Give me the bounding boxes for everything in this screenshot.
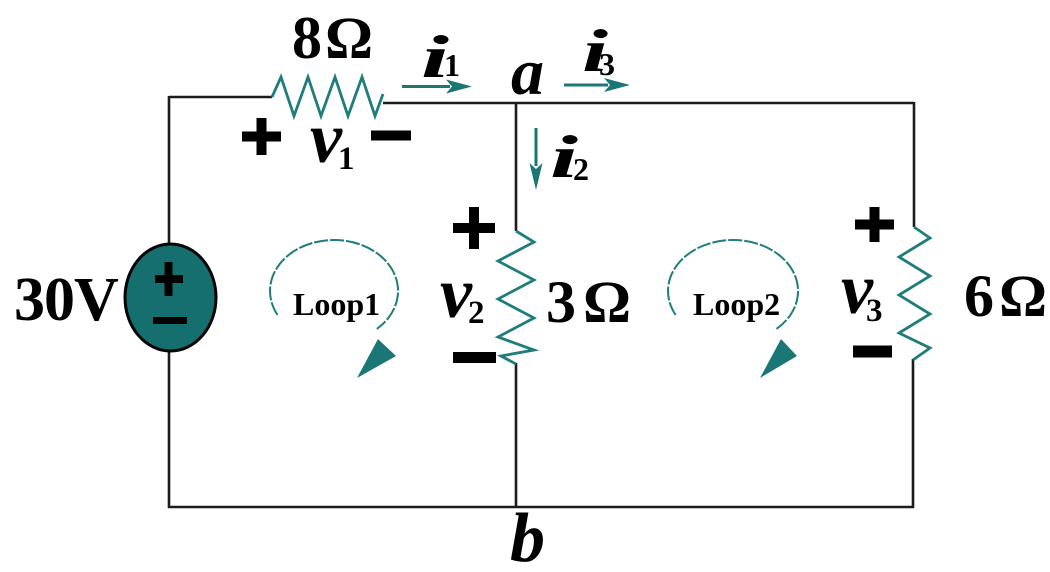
svg-text:30V: 30V — [14, 266, 119, 334]
svg-text:b: b — [510, 500, 545, 567]
svg-text:a: a — [511, 36, 544, 109]
svg-text:Loop1: Loop1 — [293, 286, 380, 322]
svg-text:3Ω: 3Ω — [546, 269, 638, 335]
svg-text:v: v — [841, 249, 874, 329]
svg-text:3: 3 — [866, 293, 883, 329]
svg-text:i: i — [421, 24, 450, 90]
svg-text:Loop2: Loop2 — [693, 286, 780, 322]
svg-text:1: 1 — [338, 141, 355, 177]
svg-text:2: 2 — [573, 151, 589, 187]
svg-text:3: 3 — [599, 46, 615, 82]
svg-text:2: 2 — [468, 295, 485, 331]
svg-text:v: v — [440, 253, 473, 333]
svg-text:8Ω: 8Ω — [292, 5, 376, 71]
svg-text:v: v — [310, 98, 343, 178]
svg-text:i: i — [550, 124, 579, 190]
svg-text:6Ω: 6Ω — [964, 263, 1050, 329]
svg-text:i: i — [582, 18, 609, 84]
svg-text:1: 1 — [444, 47, 460, 83]
